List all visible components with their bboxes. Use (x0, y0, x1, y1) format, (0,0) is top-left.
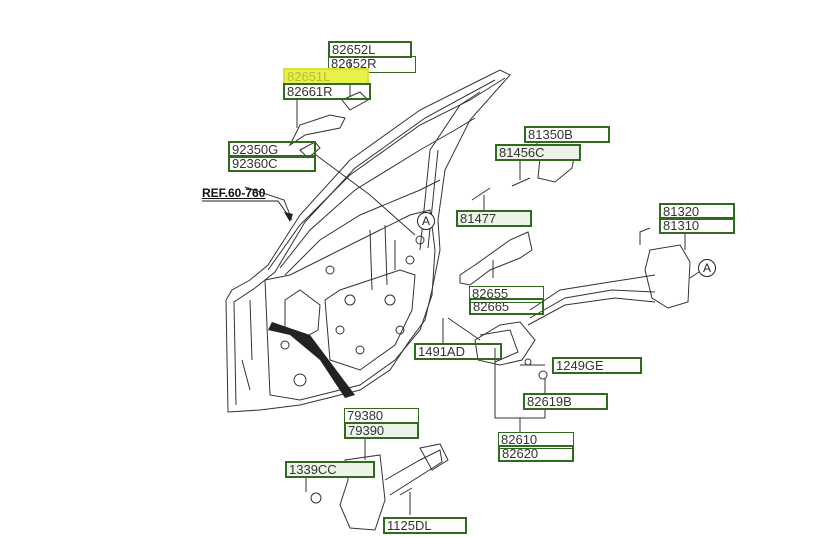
callout-a-door: A (417, 212, 435, 230)
label-81310[interactable]: 81310 (659, 217, 735, 234)
label-82652L[interactable]: 82652L (328, 41, 412, 58)
callout-a-latch: A (698, 259, 716, 277)
label-82610[interactable]: 82610 (498, 432, 574, 449)
label-82665[interactable]: 82665 (469, 298, 544, 315)
label-1249GE[interactable]: 1249GE (552, 357, 642, 374)
label-1491AD[interactable]: 1491AD (414, 343, 502, 360)
reference-note[interactable]: REF.60-760 (202, 186, 266, 200)
door-panel-outline (225, 69, 511, 413)
label-82651L-highlighted[interactable]: 82651L (283, 68, 369, 85)
label-79390[interactable]: 79390 (344, 422, 419, 439)
label-81456C[interactable]: 81456C (495, 144, 581, 161)
label-81477[interactable]: 81477 (456, 210, 532, 227)
label-82620[interactable]: 82620 (498, 445, 574, 462)
label-82652R[interactable]: 82652R (328, 56, 416, 73)
label-81320[interactable]: 81320 (659, 203, 735, 220)
weatherstrip-band (268, 322, 355, 398)
label-82661R[interactable]: 82661R (283, 83, 371, 100)
label-81350B[interactable]: 81350B (524, 126, 610, 143)
label-1339CC[interactable]: 1339CC (285, 461, 375, 478)
label-1125DL[interactable]: 1125DL (383, 517, 467, 534)
label-92360C[interactable]: 92360C (228, 155, 316, 172)
label-82619B[interactable]: 82619B (523, 393, 608, 410)
label-92350G[interactable]: 92350G (228, 141, 316, 158)
label-82655[interactable]: 82655 (469, 286, 544, 303)
